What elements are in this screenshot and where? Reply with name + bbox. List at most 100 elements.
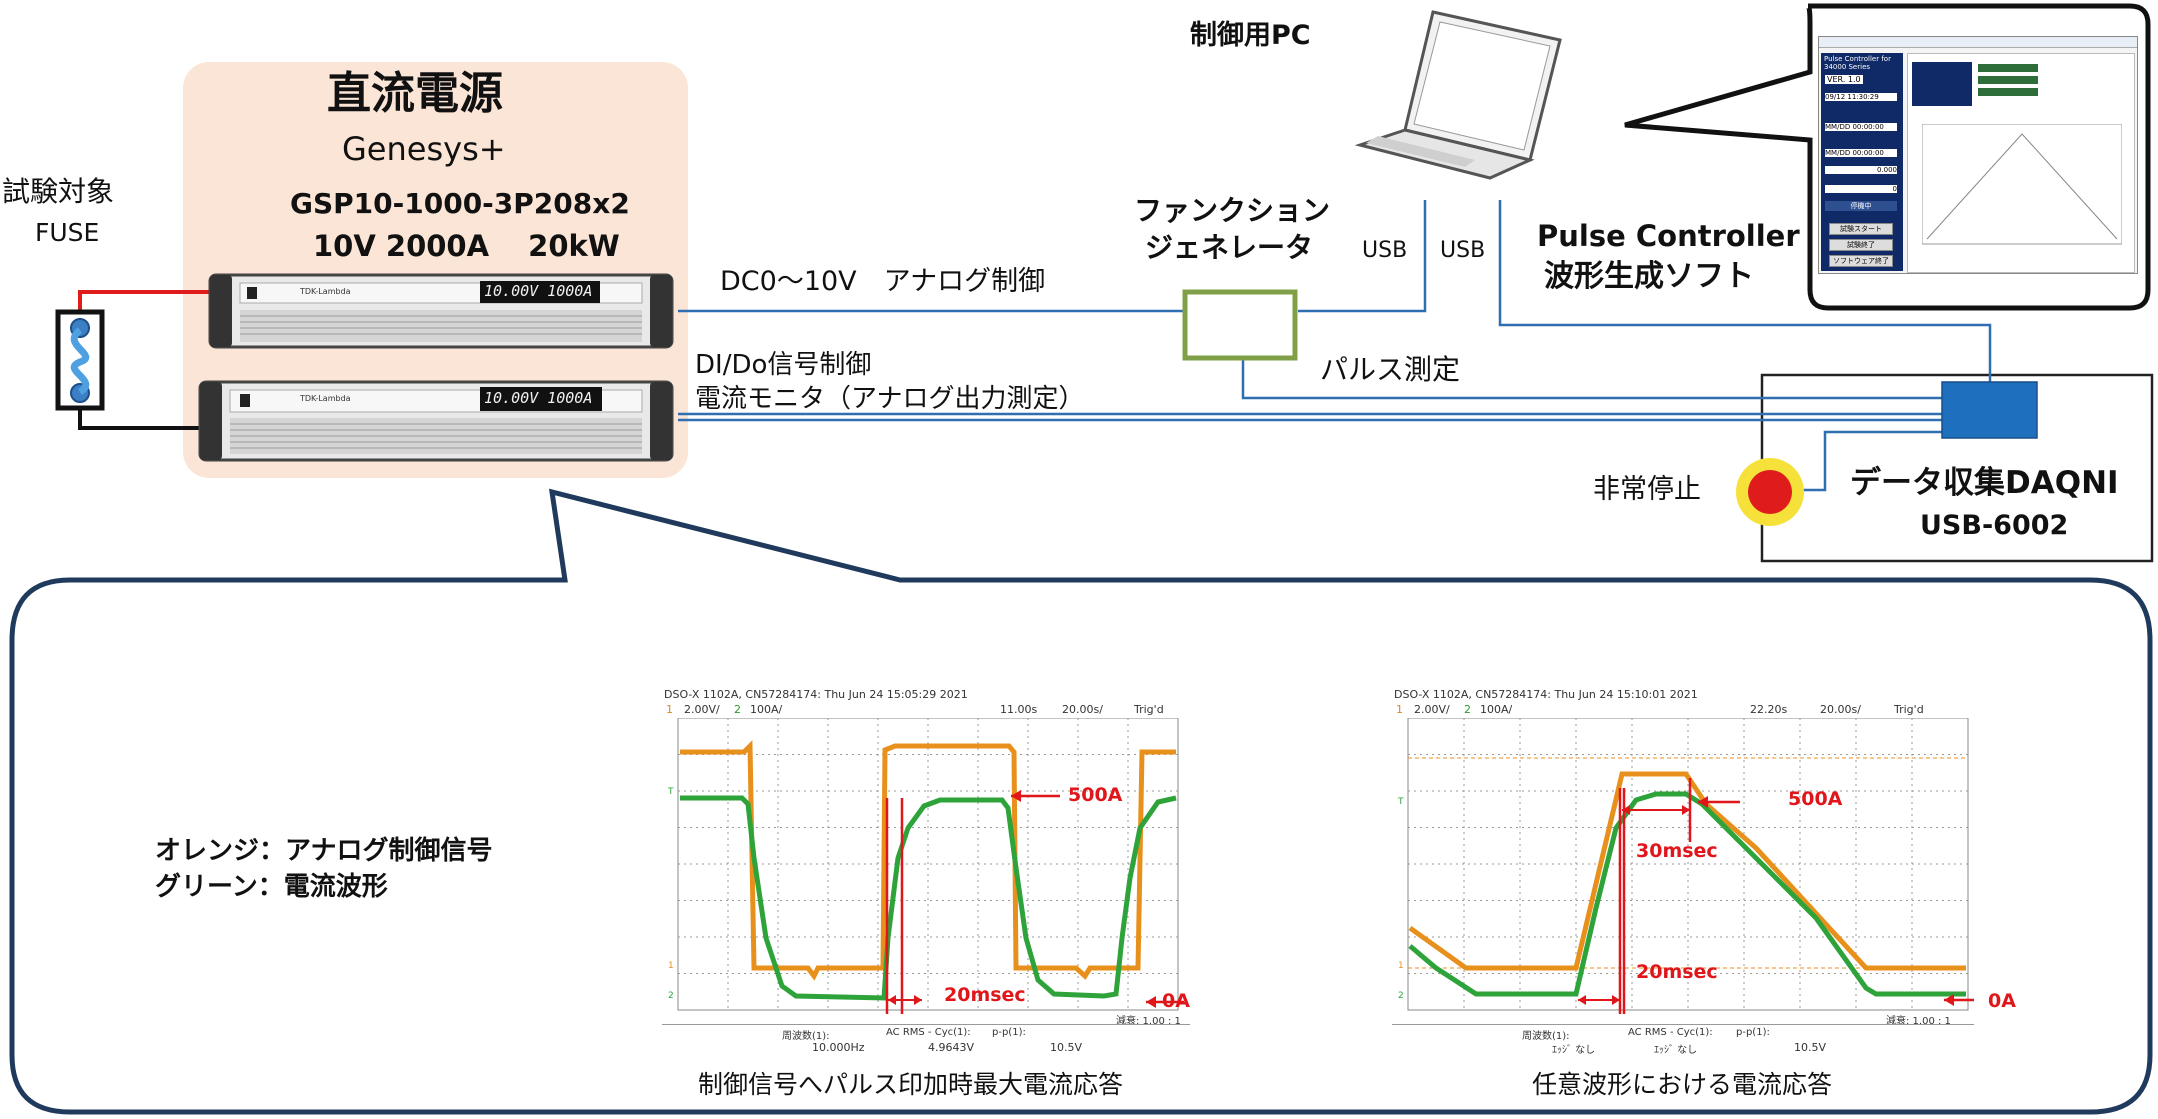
scope-right-meas2-label: AC RMS - Cyc(1): [1628, 1027, 1713, 1038]
scope-left: DSO-X 1102A, CN57284174: Thu Jun 24 15:0… [662, 686, 1190, 1060]
fg-label-2: ジェネレータ [1145, 231, 1314, 264]
daq-label-1: データ収集DAQNI [1850, 465, 2119, 501]
scope-right-trig: Trig'd [1894, 703, 1924, 716]
scope-right-orange-trace [1408, 771, 1966, 971]
psu-spec: 10V 2000A 20kW [313, 229, 620, 263]
scope-left-ratio: 減衰: 1.00 : 1 [1116, 1016, 1181, 1027]
psu-logo-top: TDK-Lambda [300, 287, 351, 296]
wire-pc-daq [1498, 200, 1992, 382]
scope-left-orange-trace [680, 740, 1176, 981]
software-time1: MM/DD 00:00:00 [1825, 123, 1897, 131]
legend-orange: オレンジ：アナログ制御信号 [155, 836, 493, 866]
psu-brand: Genesys+ [342, 130, 506, 168]
scope-left-green-trace [680, 795, 1177, 1001]
fuse-icon [55, 309, 105, 411]
software-time2: MM/DD 00:00:00 [1825, 149, 1897, 157]
scope-right-meas3-value: 10.5V [1794, 1041, 1827, 1054]
fuse-wire-red [78, 290, 210, 312]
dut-sub: FUSE [35, 218, 100, 247]
psu-display-top: 10.00V 1000A [484, 282, 593, 300]
scope-right-green-trace [1408, 791, 1966, 997]
function-generator-box [1182, 289, 1298, 361]
software-app-title: Pulse Controller for 34000 Series [1824, 55, 1891, 71]
software-main-panel [1907, 53, 2135, 273]
daq-label-2: USB-6002 [1920, 510, 2069, 541]
fuse-wire-black [78, 408, 210, 430]
svg-text:2: 2 [668, 991, 674, 1001]
scope-right-ratio: 減衰: 1.00 : 1 [1886, 1016, 1951, 1027]
daq-frame [1760, 373, 2154, 563]
scope-left-meas2-label: AC RMS - Cyc(1): [886, 1027, 971, 1038]
scope-left-ann-0a: 0A [1162, 990, 1190, 1012]
psu-model: GSP10-1000-3P208x2 [290, 187, 630, 220]
software-stop-button[interactable]: 試験終了 [1829, 239, 1893, 251]
scope-right-time-pos: 22.20s [1750, 703, 1788, 716]
laptop-icon [1354, 10, 1562, 180]
fg-label-1: ファンクション [1134, 194, 1331, 227]
software-version: VER. 1.0 [1825, 75, 1863, 84]
scope-right-meas1-label: 周波数(1): [1522, 1031, 1570, 1042]
estop-label: 非常停止 [1593, 474, 1701, 505]
scope-left-ann-500a: 500A [1068, 784, 1123, 806]
software-start-button[interactable]: 試験スタート [1829, 223, 1893, 235]
software-exit-button[interactable]: ソフトウェア終了 [1829, 255, 1893, 267]
psu-vent-lines [230, 315, 642, 449]
scope-left-meas3-value: 10.5V [1050, 1041, 1083, 1054]
svg-text:T: T [667, 787, 674, 797]
wire-fg-usb [1298, 200, 1427, 313]
scope-right-ann-30ms: 30msec [1636, 840, 1718, 862]
scope-left-meas1-value: 10.000Hz [812, 1041, 865, 1054]
usb-label-2: USB [1440, 238, 1486, 263]
dut-label: 試験対象 [2, 175, 115, 208]
scope-left-ann-20ms: 20msec [944, 984, 1026, 1006]
scope-right-header: DSO-X 1102A, CN57284174: Thu Jun 24 15:1… [1394, 688, 1698, 701]
current-monitor-label: 電流モニタ（アナログ出力測定） [695, 384, 1085, 414]
software-date: 09/12 11:30:29 [1825, 93, 1897, 101]
scope-right-meas2-value: ｴｯｼﾞ なし [1654, 1045, 1698, 1056]
scope-left-meas3-label: p-p(1): [992, 1027, 1026, 1038]
svg-text:1: 1 [1398, 961, 1404, 971]
scope-right-ch2-scale: 100A/ [1480, 703, 1513, 716]
psu-background [183, 62, 688, 478]
scope-left-time-pos: 11.00s [1000, 703, 1038, 716]
scope-left-caption: 制御信号へパルス印加時最大電流応答 [698, 1070, 1124, 1099]
scope-left-plot: T 1 2 [667, 718, 1184, 1014]
wire-estop [1800, 430, 1942, 492]
scope-left-meas2-value: 4.9643V [928, 1041, 975, 1054]
scope-left-header: DSO-X 1102A, CN57284174: Thu Jun 24 15:0… [664, 688, 968, 701]
svg-text:T: T [1397, 797, 1404, 807]
scope-right-time-scale: 20.00s/ [1820, 703, 1861, 716]
legend-green: グリーン：電流波形 [155, 872, 388, 902]
psu-title: 直流電源 [327, 68, 503, 119]
scope-left-meas1-label: 周波数(1): [782, 1031, 830, 1042]
scope-right: DSO-X 1102A, CN57284174: Thu Jun 24 15:1… [1392, 686, 2016, 1060]
psu-display-bottom: 10.00V 1000A [484, 389, 593, 407]
software-status: 停機中 [1825, 201, 1897, 211]
scope-right-ch1-scale: 2.00V/ [1414, 703, 1450, 716]
analog-control-label: DC0～10V アナログ制御 [720, 266, 1046, 297]
scope-right-ann-0a: 0A [1988, 990, 2016, 1012]
svg-text:2: 2 [1398, 991, 1404, 1001]
software-window: Pulse Controller for 34000 Series VER. 1… [1818, 36, 2138, 274]
scope-right-plot: T 1 2 [1397, 718, 1974, 1014]
software-left-panel: Pulse Controller for 34000 Series VER. 1… [1821, 53, 1903, 271]
scope-right-ann-500a: 500A [1788, 788, 1843, 810]
software-titlebar [1819, 37, 2137, 48]
scope-right-ann-20ms: 20msec [1636, 961, 1718, 983]
software-preview-chart [1922, 124, 2122, 245]
svg-text:1: 1 [668, 961, 674, 971]
scope-right-meas3-label: p-p(1): [1736, 1027, 1770, 1038]
daq-device [1941, 381, 2038, 439]
scope-left-ch2-scale: 100A/ [750, 703, 783, 716]
psu-logo-bottom: TDK-Lambda [300, 394, 351, 403]
dio-control-label: DI/Do信号制御 [695, 350, 872, 380]
software-label-1: Pulse Controller [1537, 219, 1800, 253]
software-label-2: 波形生成ソフト [1544, 259, 1754, 294]
scope-left-time-scale: 20.00s/ [1062, 703, 1103, 716]
software-value1: 0.000 [1825, 166, 1897, 174]
psu-unit-top [208, 273, 674, 349]
wire-fg-pulse [1241, 358, 1942, 400]
usb-label-1: USB [1362, 238, 1408, 263]
scope-right-caption: 任意波形における電流応答 [1532, 1070, 1833, 1099]
software-value2: 0 [1825, 185, 1897, 193]
